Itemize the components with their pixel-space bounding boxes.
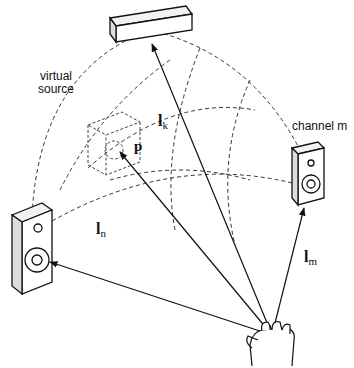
virtual-source-cube (88, 112, 140, 175)
vectors (50, 44, 304, 335)
top-speaker (110, 6, 192, 42)
vector-label: lm (304, 248, 317, 267)
channel-label: channel m (292, 120, 347, 133)
left-speaker (12, 203, 52, 294)
dashed-arcs (32, 30, 305, 245)
vector-label: lk (158, 112, 168, 131)
right-speaker (292, 142, 324, 205)
vector-label: ln (96, 220, 106, 239)
vector-label: p (134, 138, 142, 155)
virtual-source-label: virtual source (30, 70, 82, 96)
listener-hand (247, 322, 295, 366)
